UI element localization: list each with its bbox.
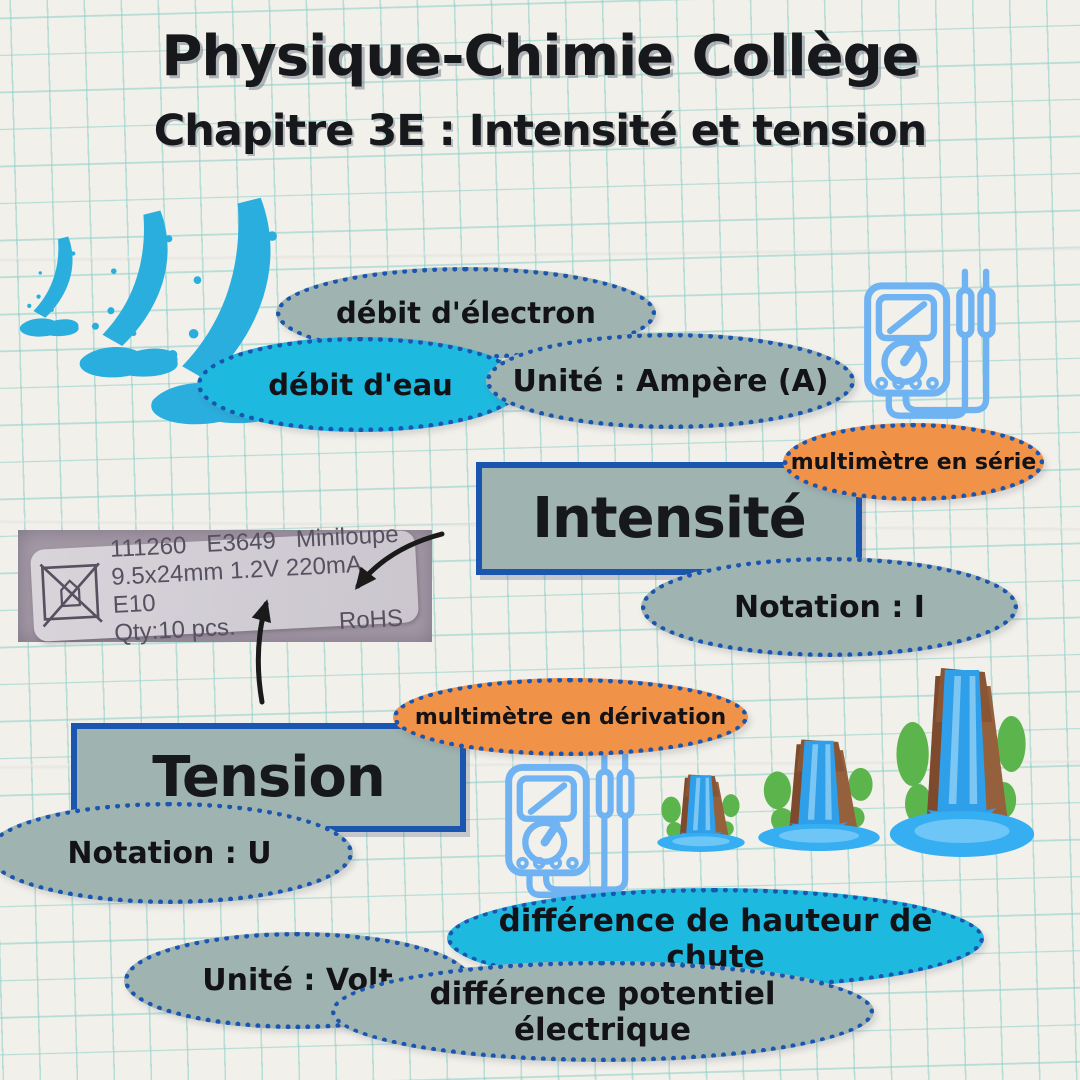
bubble-potential-difference: différence potentiel électrique bbox=[331, 961, 874, 1062]
page-title: Physique-Chimie Collège bbox=[161, 24, 919, 89]
bubble-multimeter-parallel-label: multimètre en dérivation bbox=[414, 704, 727, 730]
annotation-arrows bbox=[251, 531, 445, 705]
label-code: 111260 bbox=[109, 531, 188, 563]
bubble-notation-u: Notation : U bbox=[0, 802, 353, 904]
multimeter-icon bbox=[503, 748, 635, 904]
multimeter-icon bbox=[862, 266, 996, 425]
tension-box-label: Tension bbox=[152, 745, 385, 810]
bubble-notation-i: Notation : I bbox=[641, 557, 1018, 657]
no-household-waste-icon bbox=[39, 562, 104, 628]
bubble-potential-difference-label: différence potentiel électrique bbox=[429, 975, 776, 1048]
bubble-multimeter-parallel: multimètre en dérivation bbox=[393, 678, 748, 756]
bubble-water-flow-label: débit d'eau bbox=[268, 367, 453, 402]
intensity-box-label: Intensité bbox=[532, 486, 807, 551]
bubble-electron-flow-label: débit d'électron bbox=[336, 296, 596, 330]
arrow-to-volts bbox=[251, 599, 272, 705]
bubble-multimeter-series-label: multimètre en série bbox=[790, 449, 1037, 475]
arrow-to-milliamps bbox=[354, 531, 445, 590]
bubble-ampere-unit: Unité : Ampère (A) bbox=[486, 333, 855, 429]
page-subtitle: Chapitre 3E : Intensité et tension bbox=[153, 106, 928, 156]
bubble-notation-u-label: Notation : U bbox=[67, 835, 272, 871]
intensity-box: Intensité bbox=[476, 462, 862, 575]
battery-label-sticker: 111260 E3649 Miniloupe 9.5x24mm 1.2V 220… bbox=[30, 521, 420, 647]
bubble-multimeter-series: multimètre en série bbox=[783, 423, 1044, 501]
waterfall-small-illustration bbox=[655, 772, 747, 854]
waterfall-medium-illustration bbox=[755, 736, 883, 854]
bubble-notation-i-label: Notation : I bbox=[734, 589, 925, 625]
bubble-ampere-unit-label: Unité : Ampère (A) bbox=[512, 363, 829, 399]
bubble-water-flow: débit d'eau bbox=[197, 337, 524, 432]
waterfall-large-illustration bbox=[886, 662, 1038, 862]
